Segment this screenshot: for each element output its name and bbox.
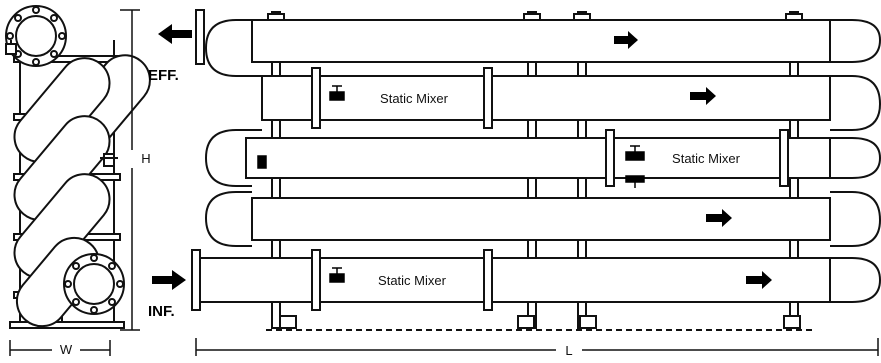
flow-arrows (614, 31, 772, 289)
foot (783, 315, 801, 329)
static-mixer-label: Static Mixer (672, 151, 741, 166)
u-bend (830, 191, 881, 247)
flange-icon (779, 129, 789, 187)
u-bend (830, 137, 881, 179)
valve-icon (100, 153, 118, 167)
length-dimension (195, 338, 879, 356)
width-dimension (9, 340, 111, 356)
width-label: W (60, 342, 73, 357)
valve-icon (5, 40, 17, 55)
clamp (785, 13, 803, 21)
clamp (523, 13, 541, 21)
foot (579, 315, 597, 329)
influent-label: INF. (148, 303, 175, 320)
length-label: L (565, 343, 572, 358)
flange-icon (311, 67, 321, 129)
u-bend (204, 191, 252, 247)
arrow-right-icon (614, 31, 638, 49)
foot (517, 315, 535, 329)
flange-icon (311, 249, 321, 311)
flange-icon (483, 67, 493, 129)
valve-icon (329, 267, 345, 283)
front-view (191, 9, 881, 329)
u-bend (830, 257, 881, 303)
height-label: H (141, 151, 150, 166)
flange-icon (605, 129, 615, 187)
foot (279, 315, 297, 329)
pipe-row-3 (245, 137, 831, 179)
arrow-right-icon (152, 270, 186, 290)
influent-nozzle-flange (191, 249, 201, 311)
u-bend (830, 19, 881, 63)
arrow-right-icon (706, 209, 732, 227)
u-bend (830, 75, 881, 131)
static-mixer-label: Static Mixer (380, 91, 449, 106)
top-flange-icon (5, 5, 67, 67)
height-dimension (120, 9, 140, 331)
arrow-left-icon (158, 24, 192, 44)
valve-icon (329, 85, 345, 101)
effluent-label: EFF. (148, 67, 179, 84)
pipe-row-5 (195, 257, 831, 303)
clamp (573, 13, 591, 21)
valve-icon (625, 145, 645, 188)
pipe-row-2 (261, 75, 831, 121)
arrow-right-icon (746, 271, 772, 289)
clamp (267, 13, 285, 21)
side-base (9, 321, 125, 329)
u-bend (204, 19, 262, 77)
side-view (5, 5, 151, 329)
arrow-right-icon (690, 87, 716, 105)
bottom-flange-icon (63, 253, 125, 315)
pipe-row-1 (251, 19, 831, 63)
pipe-row-4 (251, 197, 831, 241)
valve-icon (257, 155, 267, 169)
flange-icon (483, 249, 493, 311)
static-mixer-label: Static Mixer (378, 273, 447, 288)
effluent-nozzle-flange (195, 9, 205, 65)
